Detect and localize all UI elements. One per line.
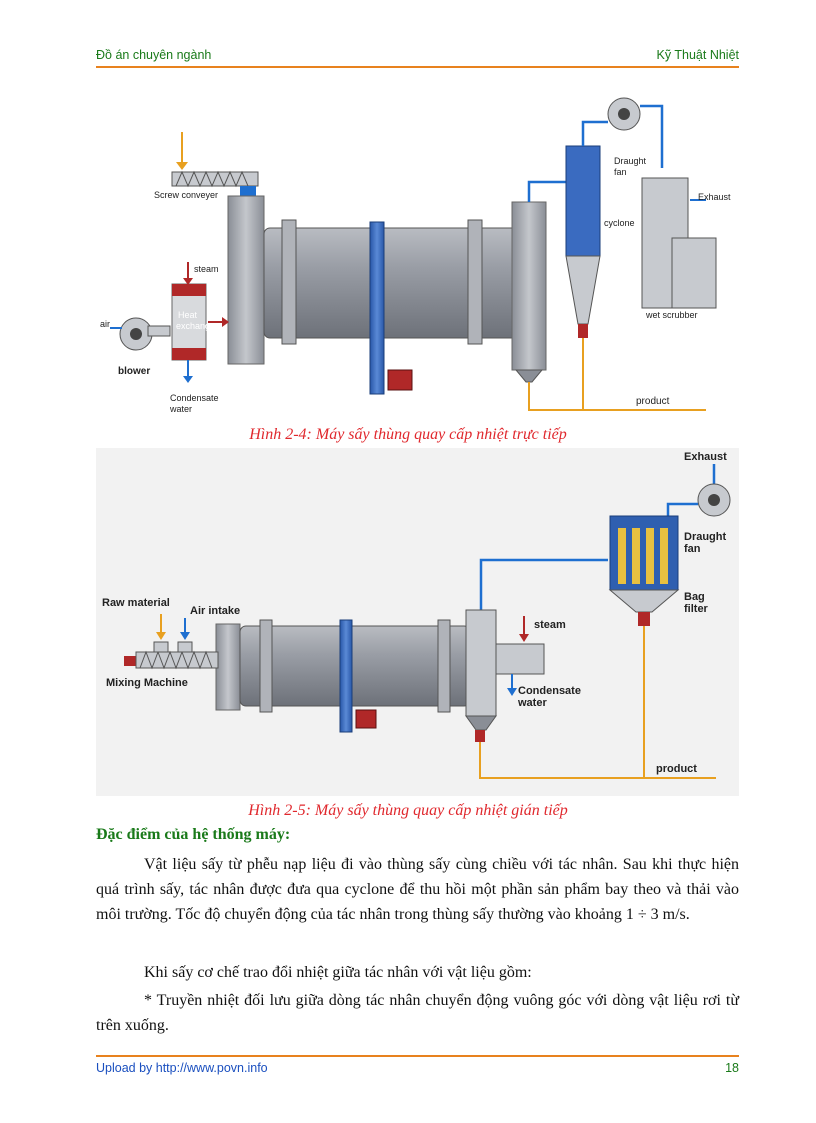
wet-scrubber: [641, 177, 717, 309]
blower-fan: [110, 317, 171, 351]
paragraph-2: Khi sấy cơ chế trao đổi nhiệt giữa tác n…: [144, 964, 532, 981]
figure-indirect-rotary-dryer: Exhaust Draught fan Bag filter steam Con…: [96, 448, 739, 796]
label-draught-3: Draught: [684, 531, 727, 543]
rotary-drum-2: [239, 625, 471, 707]
drive-motor: [387, 369, 413, 391]
footer-rule: [96, 1055, 739, 1057]
label-air-intake: Air intake: [190, 605, 240, 617]
draught-fan-2: [666, 464, 731, 517]
label-blower: blower: [118, 366, 150, 377]
paragraph-1: Vật liệu sấy từ phễu nạp liệu đi vào thù…: [96, 856, 739, 923]
screw-conveyer: [171, 132, 259, 196]
label-screw-conveyer: Screw conveyer: [154, 190, 218, 200]
drum-support-blue: [369, 221, 385, 395]
draught-fan: [607, 97, 664, 168]
label-heat-2: exchanger: [176, 321, 218, 331]
inlet-hood-2: [215, 623, 241, 711]
label-exhaust-1: Exhaust: [698, 192, 731, 202]
label-bag-1: Bag: [684, 591, 705, 603]
label-draught-4: fan: [684, 543, 701, 555]
label-product-2: product: [656, 763, 697, 775]
label-wet-scrubber: wet scrubber: [645, 310, 698, 320]
heat-exchanger: [171, 262, 229, 383]
figure-direct-rotary-dryer: Screw conveyer steam Heat exchanger air …: [100, 97, 731, 414]
label-heat-1: Heat: [178, 310, 198, 320]
label-air: air: [100, 319, 110, 329]
label-condensate-1: Condensate: [170, 393, 219, 403]
label-steam-1: steam: [194, 264, 219, 274]
cyclone: [565, 145, 601, 338]
label-exhaust-2: Exhaust: [684, 451, 727, 463]
steam-jacket: [465, 609, 497, 717]
label-mixing-machine: Mixing Machine: [106, 677, 188, 689]
drive-motor-2: [355, 709, 377, 729]
footer-upload-link[interactable]: Upload by http://www.povn.info: [96, 1061, 268, 1075]
caption-figure-2-4: Hình 2-4: Máy sấy thùng quay cấp nhiệt t…: [249, 426, 567, 443]
section-title: Đặc điểm của hệ thống máy:: [96, 826, 291, 843]
label-steam-2: steam: [534, 619, 566, 631]
label-condensate-2: water: [169, 404, 192, 414]
label-draught-1: Draught: [614, 156, 647, 166]
page-number: 18: [725, 1061, 739, 1075]
header-right: Kỹ Thuật Nhiệt: [656, 48, 739, 62]
label-cyclone: cyclone: [604, 218, 635, 228]
label-draught-2: fan: [614, 167, 627, 177]
label-raw-material: Raw material: [102, 597, 170, 609]
header-left: Đồ án chuyên ngành: [96, 48, 212, 62]
label-condensate-3: Condensate: [518, 685, 581, 697]
paragraph-3: * Truyền nhiệt đối lưu giữa dòng tác nhâ…: [96, 992, 739, 1034]
mixing-machine: [124, 614, 219, 670]
feed-inlet-box: [227, 195, 265, 365]
rotary-drum: [263, 227, 537, 339]
caption-figure-2-5: Hình 2-5: Máy sấy thùng quay cấp nhiệt g…: [248, 802, 568, 819]
label-product-1: product: [636, 396, 670, 407]
label-bag-2: filter: [684, 603, 709, 615]
label-condensate-4: water: [517, 697, 547, 709]
discharge-box: [511, 201, 547, 371]
header-rule: [96, 66, 739, 68]
bag-filter: [608, 515, 680, 626]
